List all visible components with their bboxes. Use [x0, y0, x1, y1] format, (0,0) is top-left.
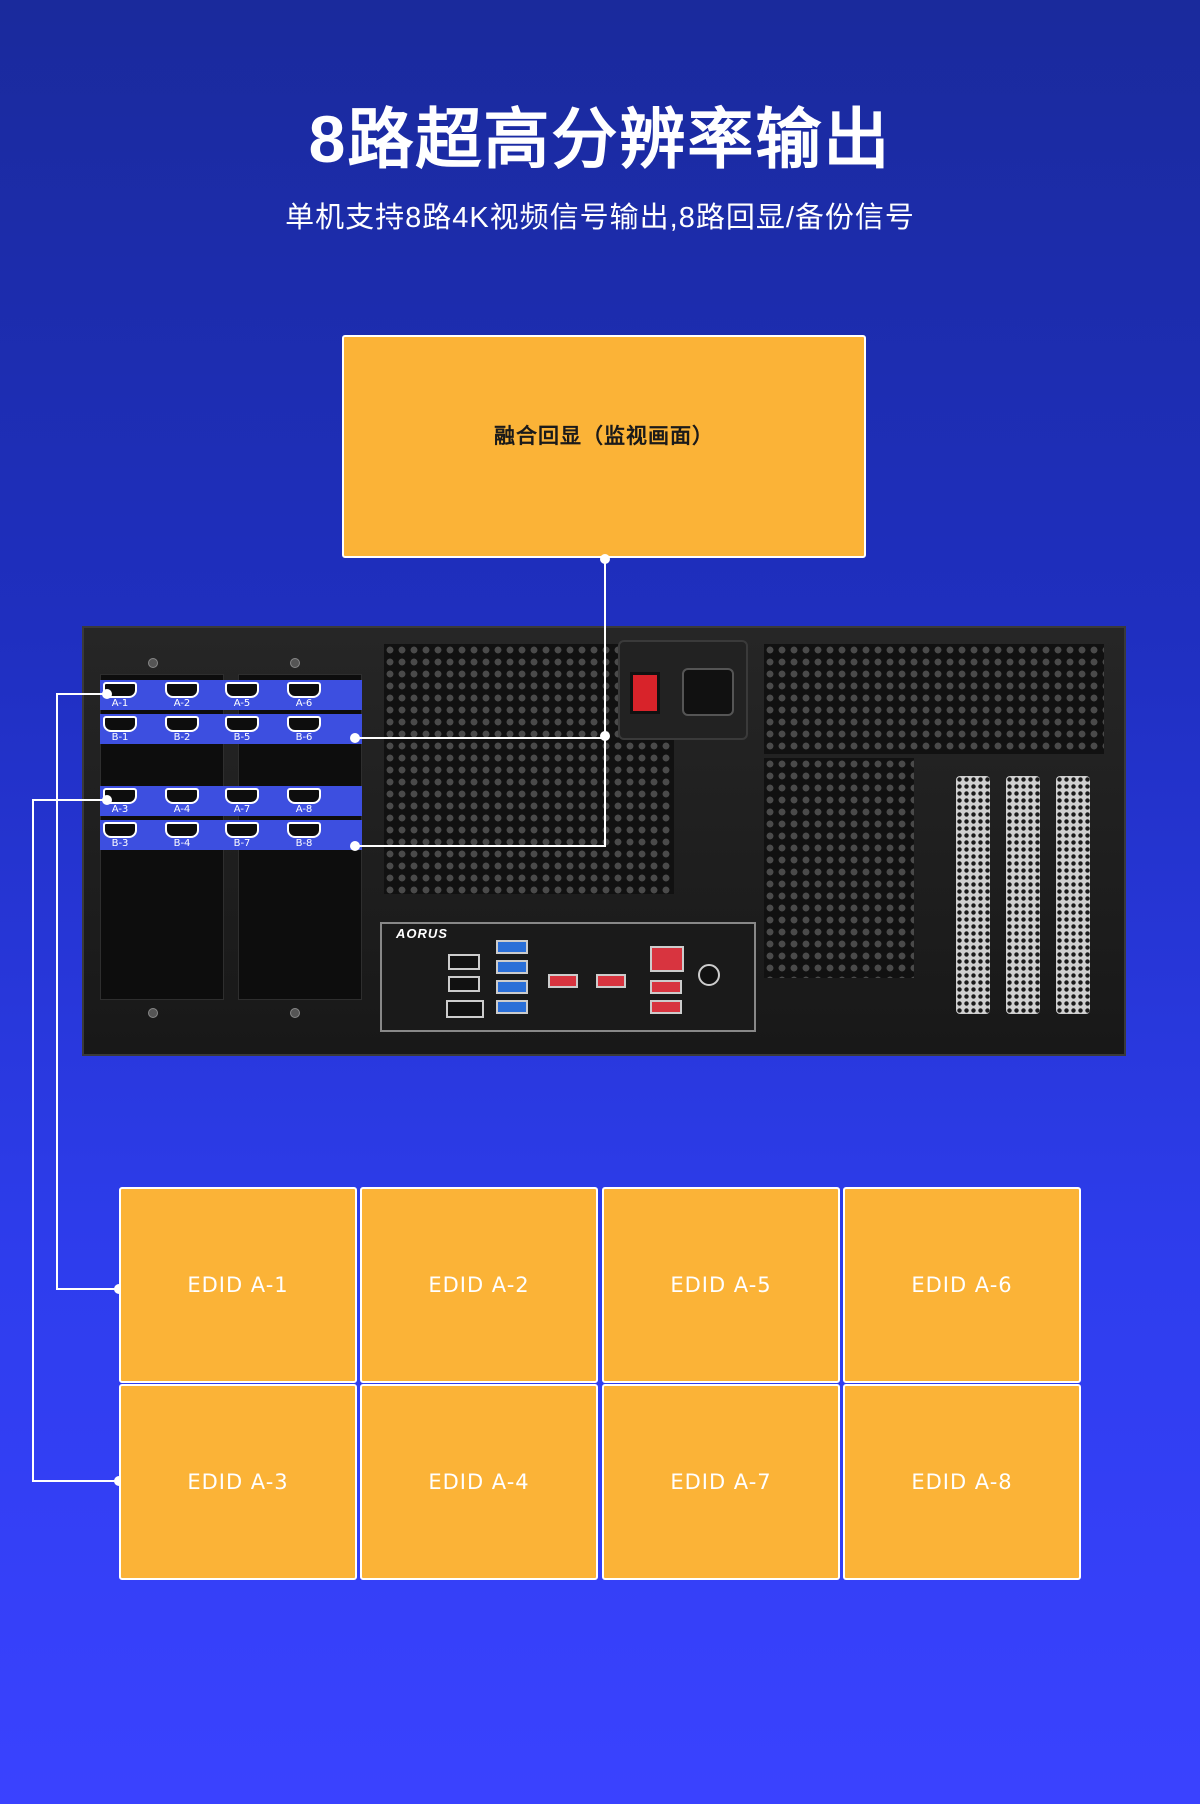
- edid-cell-label: EDID A-6: [911, 1273, 1013, 1297]
- hdmi-port-label: A-6: [295, 698, 313, 709]
- connector-dot: [350, 841, 360, 851]
- connector-dot: [102, 795, 112, 805]
- page-subtitle: 单机支持8路4K视频信号输出,8路回显/备份信号: [285, 202, 915, 234]
- hdmi-port-label: B-7: [233, 838, 251, 849]
- page-title: 8路超高分辨率输出: [308, 102, 892, 176]
- usb-port: [596, 974, 626, 988]
- hdmi-port: [165, 822, 199, 838]
- edid-cell-label: EDID A-8: [911, 1470, 1013, 1494]
- hdmi-port-label: A-2: [173, 698, 191, 709]
- usb-port: [448, 954, 480, 970]
- usb-port: [496, 1000, 528, 1014]
- motherboard-io-shield: AORUS: [380, 922, 756, 1032]
- hdmi-port: [225, 716, 259, 732]
- brand-logo: AORUS: [396, 926, 448, 941]
- edid-cell-label: EDID A-7: [670, 1470, 772, 1494]
- hdmi-port-label: A-3: [111, 804, 129, 815]
- hdmi-port: [287, 716, 321, 732]
- hdmi-port: [225, 822, 259, 838]
- connector-line-preview-b8: [354, 845, 606, 847]
- edid-cell-label: EDID A-2: [428, 1273, 530, 1297]
- hdmi-port-label: B-4: [173, 838, 191, 849]
- vent-grille-left: [384, 644, 674, 894]
- edid-cell-label: EDID A-5: [670, 1273, 772, 1297]
- connector-line-a1-vertical: [56, 693, 58, 1290]
- hdmi-port: [225, 788, 259, 804]
- vent-grille-right: [764, 644, 1104, 754]
- connector-line-a3-vertical: [32, 799, 34, 1482]
- hdmi-port-label: B-3: [111, 838, 129, 849]
- hdmi-port: [103, 822, 137, 838]
- hdmi-port: [103, 716, 137, 732]
- edid-cell-label: EDID A-3: [187, 1470, 289, 1494]
- hdmi-port-label: A-4: [173, 804, 191, 815]
- edid-cell-label: EDID A-4: [428, 1470, 530, 1494]
- edid-cell: EDID A-2: [360, 1187, 598, 1383]
- hdmi-port: [287, 682, 321, 698]
- power-supply: [618, 640, 748, 740]
- connector-line-preview-vertical: [604, 558, 606, 846]
- hdmi-port-label: B-6: [295, 732, 313, 743]
- connector-line-a3-edid: [32, 1480, 120, 1482]
- connector-dot: [350, 733, 360, 743]
- usb-port: [448, 976, 480, 992]
- hdmi-port-label: B-5: [233, 732, 251, 743]
- hdmi-port: [287, 788, 321, 804]
- hdmi-port-onboard: [446, 1000, 484, 1018]
- vent-grille-fan: [764, 758, 914, 978]
- screw: [290, 658, 300, 668]
- slot-cover: [1056, 776, 1090, 1014]
- edid-cell: EDID A-1: [119, 1187, 357, 1383]
- hdmi-port-label: A-1: [111, 698, 129, 709]
- connector-line-a1: [56, 693, 106, 695]
- slot-cover: [1006, 776, 1040, 1014]
- edid-cell: EDID A-7: [602, 1384, 840, 1580]
- usb-port: [496, 940, 528, 954]
- usb-port: [650, 980, 682, 994]
- edid-cell: EDID A-5: [602, 1187, 840, 1383]
- connector-line-a1-edid: [56, 1288, 120, 1290]
- power-socket: [682, 668, 734, 716]
- usb-port: [496, 960, 528, 974]
- hdmi-port: [287, 822, 321, 838]
- screw: [148, 1008, 158, 1018]
- edid-cell: EDID A-8: [843, 1384, 1081, 1580]
- hdmi-port: [165, 682, 199, 698]
- edid-cell: EDID A-4: [360, 1384, 598, 1580]
- usb-port: [650, 1000, 682, 1014]
- hdmi-port-label: B-1: [111, 732, 129, 743]
- usb-port: [496, 980, 528, 994]
- fusion-preview-box: 融合回显（监视画面）: [342, 335, 866, 558]
- connector-dot: [102, 689, 112, 699]
- connector-dot: [600, 731, 610, 741]
- fusion-preview-label: 融合回显（监视画面）: [494, 424, 714, 448]
- hdmi-port-label: A-5: [233, 698, 251, 709]
- hdmi-port: [165, 788, 199, 804]
- slot-cover: [956, 776, 990, 1014]
- hdmi-port-label: B-8: [295, 838, 313, 849]
- ethernet-port: [650, 946, 684, 972]
- hdmi-port-label: B-2: [173, 732, 191, 743]
- edid-cell: EDID A-3: [119, 1384, 357, 1580]
- hdmi-port: [165, 716, 199, 732]
- hdmi-port-label: A-7: [233, 804, 251, 815]
- audio-port: [698, 964, 720, 986]
- edid-cell: EDID A-6: [843, 1187, 1081, 1383]
- connector-line-preview-b6: [354, 737, 606, 739]
- edid-cell-label: EDID A-1: [187, 1273, 289, 1297]
- connector-line-a3: [32, 799, 106, 801]
- hdmi-port-label: A-8: [295, 804, 313, 815]
- power-switch: [630, 672, 660, 714]
- screw: [290, 1008, 300, 1018]
- connector-dot: [600, 554, 610, 564]
- screw: [148, 658, 158, 668]
- hdmi-port: [225, 682, 259, 698]
- usb-port: [548, 974, 578, 988]
